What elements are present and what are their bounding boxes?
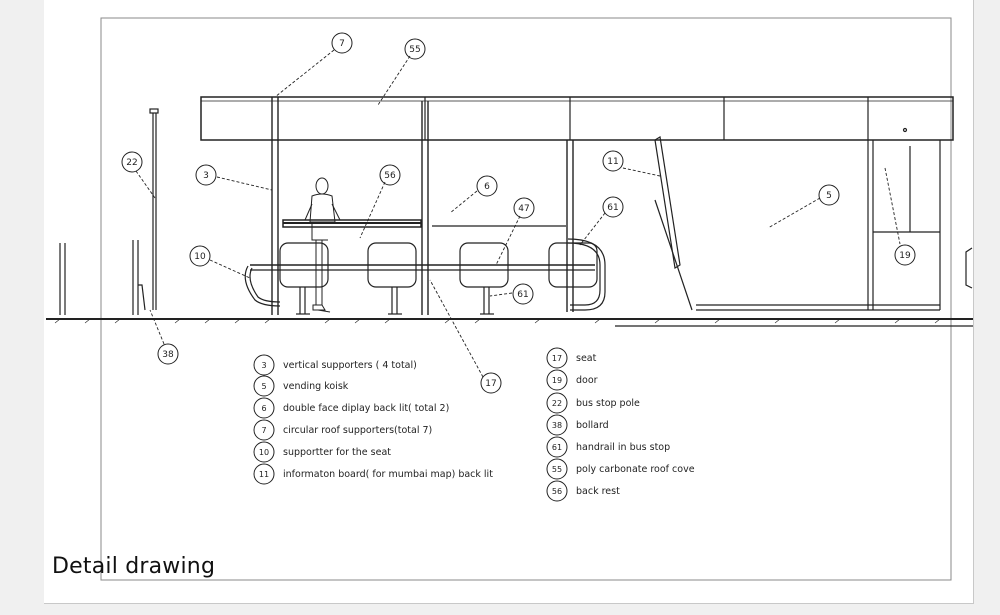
callout-label: 6 bbox=[484, 182, 490, 192]
legend-number: 61 bbox=[552, 443, 562, 452]
vertical-supporters bbox=[271, 97, 574, 315]
callout-circles bbox=[121, 32, 916, 394]
legend-text: back rest bbox=[576, 486, 620, 497]
callout-label: 3 bbox=[203, 171, 209, 181]
callout-label: 61 bbox=[517, 290, 528, 300]
legend-text: bus stop pole bbox=[576, 398, 640, 409]
callout-labels: 7 55 22 3 56 6 47 61 11 5 19 10 61 17 38 bbox=[126, 39, 911, 389]
drawing-frame bbox=[100, 17, 952, 581]
seated-figure bbox=[304, 177, 341, 313]
information-board bbox=[654, 136, 693, 311]
vending-kiosk bbox=[696, 140, 973, 311]
seat-bench bbox=[244, 242, 598, 315]
legend-number: 56 bbox=[552, 487, 562, 496]
callout-label: 55 bbox=[409, 45, 420, 55]
legend-number: 3 bbox=[261, 361, 266, 370]
bollards bbox=[59, 240, 146, 315]
legend-text: informaton board( for mumbai map) back l… bbox=[283, 469, 493, 480]
legend-number: 6 bbox=[261, 404, 266, 413]
callout-label: 22 bbox=[126, 158, 137, 168]
legend-circles bbox=[253, 347, 568, 502]
callout-label: 5 bbox=[826, 191, 832, 201]
legend-text: circular roof supporters(total 7) bbox=[283, 425, 432, 436]
legend-number: 17 bbox=[552, 354, 562, 363]
legend-texts: vertical supporters ( 4 total) vending k… bbox=[283, 353, 695, 497]
legend-text: supportter for the seat bbox=[283, 447, 391, 458]
bus-stop-pole bbox=[149, 108, 159, 310]
callout-label: 38 bbox=[162, 350, 174, 360]
legend-number: 5 bbox=[261, 382, 266, 391]
handrail bbox=[567, 238, 606, 311]
polycarbonate-roof bbox=[200, 96, 954, 141]
callout-label: 7 bbox=[339, 39, 345, 49]
legend-text: vertical supporters ( 4 total) bbox=[283, 360, 417, 371]
callout-label: 61 bbox=[607, 203, 618, 213]
legend-text: handrail in bus stop bbox=[576, 442, 670, 453]
legend-text: door bbox=[576, 375, 598, 386]
drawing-title: Detail drawing bbox=[52, 554, 216, 579]
legend-numbers: 3 5 6 7 10 11 17 19 22 38 61 55 56 bbox=[259, 354, 562, 496]
legend-text: poly carbonate roof cove bbox=[576, 464, 695, 475]
legend-number: 55 bbox=[552, 465, 562, 474]
legend-number: 7 bbox=[261, 426, 266, 435]
legend-text: double face diplay back lit( total 2) bbox=[283, 403, 449, 414]
legend-text: bollard bbox=[576, 420, 609, 431]
callout-label: 19 bbox=[899, 251, 911, 261]
legend-number: 22 bbox=[552, 399, 562, 408]
legend-text: seat bbox=[576, 353, 597, 364]
legend-number: 10 bbox=[259, 448, 269, 457]
callout-label: 11 bbox=[607, 157, 618, 167]
legend-text: vending koisk bbox=[283, 381, 349, 392]
callout-label: 10 bbox=[194, 252, 206, 262]
back-rest bbox=[282, 219, 566, 228]
callout-label: 47 bbox=[518, 204, 529, 214]
legend-number: 38 bbox=[552, 421, 562, 430]
legend-number: 19 bbox=[552, 376, 562, 385]
callout-label: 17 bbox=[485, 379, 496, 389]
callout-label: 56 bbox=[384, 171, 396, 181]
leader-lines bbox=[135, 49, 901, 378]
legend-number: 11 bbox=[259, 470, 269, 479]
ground-line bbox=[46, 318, 973, 327]
